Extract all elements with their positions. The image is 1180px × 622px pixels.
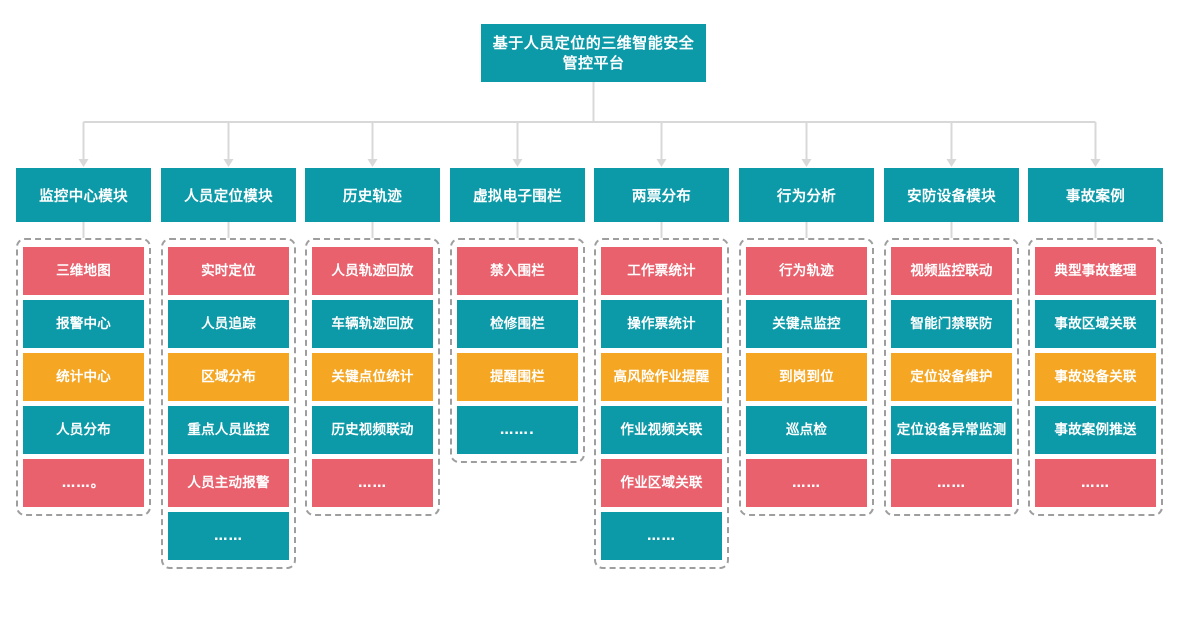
module-item[interactable]: 事故案例推送: [1035, 406, 1156, 454]
module-group-box: 视频监控联动智能门禁联防定位设备维护定位设备异常监测 ……: [884, 238, 1019, 516]
module-item[interactable]: 关键点监控: [746, 300, 867, 348]
module-item[interactable]: 关键点位统计: [312, 353, 433, 401]
module-group-box: 三维地图报警中心统计中心人员分布 ……。: [16, 238, 151, 516]
module-item[interactable]: 报警中心: [23, 300, 144, 348]
module-header-2[interactable]: 人员定位模块: [161, 168, 296, 222]
module-item-ellipsis[interactable]: …….: [457, 406, 578, 454]
module-item[interactable]: 视频监控联动: [891, 247, 1012, 295]
module-column: 行为分析行为轨迹关键点监控到岗到位巡点检 ……: [739, 168, 874, 516]
module-item[interactable]: 智能门禁联防: [891, 300, 1012, 348]
module-item-ellipsis[interactable]: ……: [746, 459, 867, 507]
module-item[interactable]: 定位设备异常监测: [891, 406, 1012, 454]
module-item[interactable]: 行为轨迹: [746, 247, 867, 295]
module-group-box: 实时定位人员追踪区域分布重点人员监控人员主动报警 ……: [161, 238, 296, 569]
module-item-ellipsis[interactable]: ……: [601, 512, 722, 560]
module-item[interactable]: 操作票统计: [601, 300, 722, 348]
module-item[interactable]: 事故设备关联: [1035, 353, 1156, 401]
module-item[interactable]: 人员主动报警: [168, 459, 289, 507]
module-group-box: 典型事故整理事故区域关联事故设备关联事故案例推送 ……: [1028, 238, 1163, 516]
module-item[interactable]: 三维地图: [23, 247, 144, 295]
module-column: 监控中心模块三维地图报警中心统计中心人员分布 ……。: [16, 168, 151, 516]
module-item[interactable]: 车辆轨迹回放: [312, 300, 433, 348]
module-item[interactable]: 高风险作业提醒: [601, 353, 722, 401]
module-item[interactable]: 统计中心: [23, 353, 144, 401]
module-item[interactable]: 检修围栏: [457, 300, 578, 348]
module-column: 事故案例典型事故整理事故区域关联事故设备关联事故案例推送 ……: [1028, 168, 1163, 516]
platform-title-text: 基于人员定位的三维智能安全管控平台: [492, 33, 695, 72]
module-item[interactable]: 人员分布: [23, 406, 144, 454]
module-group-box: 工作票统计操作票统计高风险作业提醒作业视频关联作业区域关联 ……: [594, 238, 729, 569]
module-column: 人员定位模块实时定位人员追踪区域分布重点人员监控人员主动报警 ……: [161, 168, 296, 569]
module-group-box: 禁入围栏检修围栏提醒围栏 …….: [450, 238, 585, 463]
module-column: 虚拟电子围栏禁入围栏检修围栏提醒围栏 …….: [450, 168, 585, 463]
module-item[interactable]: 提醒围栏: [457, 353, 578, 401]
module-item[interactable]: 区域分布: [168, 353, 289, 401]
module-item[interactable]: 作业区域关联: [601, 459, 722, 507]
module-column: 两票分布工作票统计操作票统计高风险作业提醒作业视频关联作业区域关联 ……: [594, 168, 729, 569]
module-item-ellipsis[interactable]: ……: [168, 512, 289, 560]
module-item[interactable]: 定位设备维护: [891, 353, 1012, 401]
module-item[interactable]: 人员轨迹回放: [312, 247, 433, 295]
module-item[interactable]: 事故区域关联: [1035, 300, 1156, 348]
module-item[interactable]: 巡点检: [746, 406, 867, 454]
module-header-8[interactable]: 事故案例: [1028, 168, 1163, 222]
module-item[interactable]: 禁入围栏: [457, 247, 578, 295]
module-header-4[interactable]: 虚拟电子围栏: [450, 168, 585, 222]
module-item[interactable]: 典型事故整理: [1035, 247, 1156, 295]
module-item[interactable]: 作业视频关联: [601, 406, 722, 454]
module-column: 历史轨迹人员轨迹回放车辆轨迹回放关键点位统计历史视频联动 ……: [305, 168, 440, 516]
platform-title-box: 基于人员定位的三维智能安全管控平台: [481, 24, 706, 82]
module-item-ellipsis[interactable]: ……。: [23, 459, 144, 507]
module-item[interactable]: 工作票统计: [601, 247, 722, 295]
module-group-box: 行为轨迹关键点监控到岗到位巡点检 ……: [739, 238, 874, 516]
module-item-ellipsis[interactable]: ……: [1035, 459, 1156, 507]
module-header-3[interactable]: 历史轨迹: [305, 168, 440, 222]
module-item[interactable]: 重点人员监控: [168, 406, 289, 454]
module-header-6[interactable]: 行为分析: [739, 168, 874, 222]
module-item[interactable]: 历史视频联动: [312, 406, 433, 454]
module-item[interactable]: 人员追踪: [168, 300, 289, 348]
module-item[interactable]: 到岗到位: [746, 353, 867, 401]
module-group-box: 人员轨迹回放车辆轨迹回放关键点位统计历史视频联动 ……: [305, 238, 440, 516]
module-header-7[interactable]: 安防设备模块: [884, 168, 1019, 222]
module-header-5[interactable]: 两票分布: [594, 168, 729, 222]
module-item-ellipsis[interactable]: ……: [312, 459, 433, 507]
module-header-1[interactable]: 监控中心模块: [16, 168, 151, 222]
module-column: 安防设备模块视频监控联动智能门禁联防定位设备维护定位设备异常监测 ……: [884, 168, 1019, 516]
module-item[interactable]: 实时定位: [168, 247, 289, 295]
module-item-ellipsis[interactable]: ……: [891, 459, 1012, 507]
